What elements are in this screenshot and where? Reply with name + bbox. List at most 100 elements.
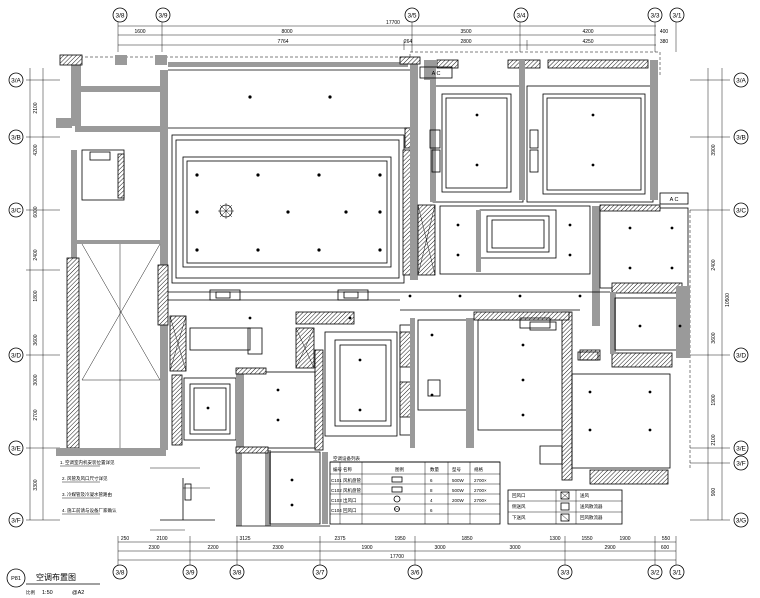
bottom-total-dim: 17700: [390, 554, 404, 560]
svg-text:风机盘管: 风机盘管: [343, 487, 361, 494]
svg-text:3/8: 3/8: [115, 570, 124, 577]
left-dim-1: 2100: [33, 102, 39, 113]
left-dim-4: 2400: [33, 249, 39, 260]
svg-text:2300: 2300: [272, 545, 283, 551]
svg-text:6: 6: [430, 508, 433, 513]
svg-text:C101: C101: [331, 478, 342, 483]
note-line: 4. 施工前请与设备厂家确认: [62, 507, 117, 514]
right-dim-6: 900: [711, 488, 717, 497]
ac-label-top: A C: [432, 71, 441, 77]
axis-bubble: 3/7: [312, 564, 328, 580]
top-dim-9: 4250: [582, 39, 593, 45]
svg-text:3/5: 3/5: [407, 13, 416, 20]
note-line: 3. 冷媒管及冷凝水管路由: [62, 491, 112, 498]
svg-text:C102: C102: [331, 488, 342, 493]
ac-label-right: A C: [670, 197, 679, 203]
floor-plan: A C A C: [56, 51, 691, 527]
axis-bubble: 3/9: [182, 564, 198, 580]
svg-text:3000: 3000: [434, 545, 445, 551]
svg-text:4: 4: [430, 498, 433, 503]
svg-text:送风: 送风: [580, 492, 589, 499]
svg-text:数量: 数量: [430, 466, 439, 473]
svg-text:3125: 3125: [239, 536, 250, 542]
svg-text:500W: 500W: [452, 478, 465, 483]
axis-bubble: 3/C: [8, 202, 24, 218]
svg-text:2700×: 2700×: [474, 498, 487, 503]
top-dim-5: 400: [660, 29, 669, 35]
svg-text:600: 600: [661, 545, 670, 551]
svg-text:3/8: 3/8: [232, 570, 241, 577]
svg-text:3/F: 3/F: [736, 461, 745, 468]
svg-text:2375: 2375: [334, 536, 345, 542]
svg-text:3/C: 3/C: [11, 208, 21, 215]
svg-text:2700×: 2700×: [474, 488, 487, 493]
left-dimension-lines: 2100 4200 6000 2400 1800 3600 3000 2700 …: [26, 68, 60, 521]
svg-text:200W: 200W: [452, 498, 465, 503]
svg-text:1900: 1900: [361, 545, 372, 551]
svg-text:C103: C103: [331, 498, 342, 503]
svg-text:1550: 1550: [581, 536, 592, 542]
svg-text:3/8: 3/8: [115, 13, 124, 20]
bottom-dimension-lines: 17700 2300 2200 2300 1900 3000 3000 2900…: [117, 536, 677, 565]
svg-text:8: 8: [430, 488, 433, 493]
axis-bubble: 3/6: [407, 564, 423, 580]
left-dim-9: 3300: [33, 479, 39, 490]
svg-text:3/3: 3/3: [650, 13, 659, 20]
svg-text:2100: 2100: [156, 536, 167, 542]
svg-text:3/2: 3/2: [650, 570, 659, 577]
axis-bubble: 3/C: [733, 202, 749, 218]
svg-text:3/3: 3/3: [560, 570, 569, 577]
svg-text:3/1: 3/1: [672, 13, 681, 20]
axis-bubble: 3/8: [112, 564, 128, 580]
svg-text:2900: 2900: [604, 545, 615, 551]
axis-bubble: 3/G: [733, 512, 749, 528]
svg-text:550: 550: [662, 536, 671, 542]
left-axis-bubbles: 3/A 3/B 3/C 3/D 3/E 3/F: [8, 72, 24, 528]
svg-text:回风口: 回风口: [343, 508, 357, 514]
svg-text:编号: 编号: [333, 466, 342, 473]
chandelier-icon: [218, 203, 234, 219]
left-dim-6: 3600: [33, 334, 39, 345]
axis-bubble: 3/5: [404, 7, 420, 23]
right-dim-5: 2100: [711, 434, 717, 445]
axis-bubble: 3/4: [513, 7, 529, 23]
svg-text:3/E: 3/E: [11, 446, 21, 453]
note-line: 2. 风管及风口尺寸详见: [62, 475, 108, 482]
svg-text:3/9: 3/9: [158, 13, 167, 20]
installation-detail-sketch: [150, 467, 215, 531]
svg-text:3/7: 3/7: [315, 570, 324, 577]
svg-text:3/1: 3/1: [672, 570, 681, 577]
axis-bubble: 3/A: [733, 72, 749, 88]
svg-text:1900: 1900: [619, 536, 630, 542]
top-dimension-lines: 17700 1600 8000 3500 4200 400 7764 264 2…: [117, 20, 677, 52]
svg-text:1950: 1950: [394, 536, 405, 542]
left-dim-3: 6000: [33, 206, 39, 217]
svg-text:3/B: 3/B: [11, 135, 21, 142]
svg-text:2200: 2200: [207, 545, 218, 551]
svg-text:3/F: 3/F: [11, 518, 20, 525]
top-dim-10: 380: [660, 39, 669, 45]
axis-bubble: 3/D: [8, 347, 24, 363]
svg-text:3/D: 3/D: [11, 353, 21, 360]
svg-text:250: 250: [121, 536, 130, 542]
bottom-axis-bubbles: 3/8 3/9 3/8 3/7 3/6 3/3 3/2 3/1: [112, 564, 685, 580]
symbol-legend: 侧送风 下送风 回风口 送风 送风散流器 回风散流器: [507, 489, 623, 525]
right-axis-bubbles: 3/A 3/B 3/C 3/D 3/E 3/F 3/G: [733, 72, 749, 528]
paper-size: @A2: [72, 590, 84, 596]
top-dim-2: 8000: [281, 29, 292, 35]
svg-text:规格: 规格: [474, 466, 483, 473]
svg-text:1850: 1850: [461, 536, 472, 542]
axis-bubble: 3/1: [669, 564, 685, 580]
axis-bubble: 3/B: [733, 129, 749, 145]
ceiling-diffusers: [195, 95, 682, 507]
right-dim-1: 3900: [711, 144, 717, 155]
right-dim-3: 3600: [711, 332, 717, 343]
left-dim-8: 2700: [33, 409, 39, 420]
svg-text:3/E: 3/E: [736, 446, 746, 453]
svg-text:2700×: 2700×: [474, 478, 487, 483]
fan-coil-units: [209, 289, 599, 397]
axis-bubble: 3/B: [8, 129, 24, 145]
left-dim-7: 3000: [33, 374, 39, 385]
left-dim-5: 1800: [33, 290, 39, 301]
